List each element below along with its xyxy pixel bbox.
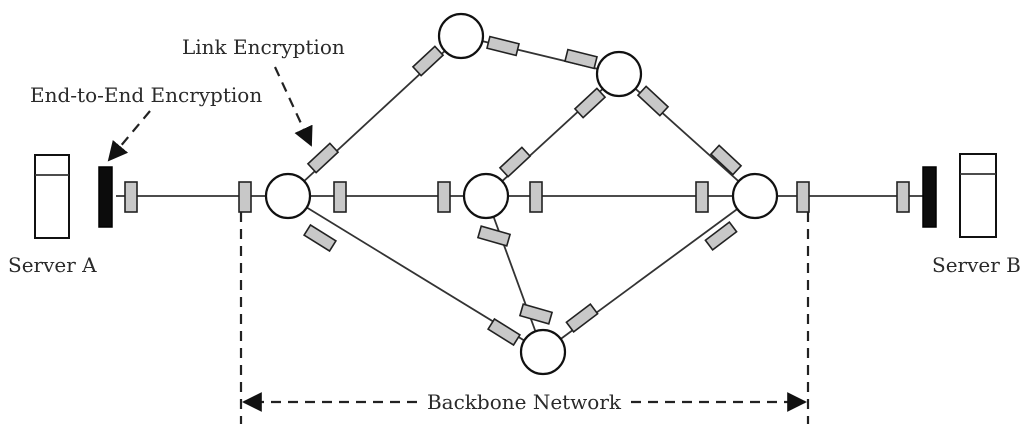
- link-encryption-device: [476, 225, 512, 247]
- link-encryption-device: [636, 85, 670, 117]
- link-encryption-device: [709, 144, 743, 176]
- link-topright-to-right: [618, 73, 756, 197]
- node-left: [264, 172, 312, 220]
- link-encryption-device: [498, 146, 532, 178]
- link-encryption-device: [518, 303, 554, 325]
- end-to-end-encryption-device-b: [922, 166, 937, 228]
- link-encryption-device: [704, 221, 738, 251]
- server-b-label: Server B: [932, 253, 1020, 277]
- link-encryption-device: [573, 87, 607, 119]
- end-to-end-encryption-devices: [98, 166, 937, 228]
- link-encryption-device: [302, 223, 338, 253]
- link-encryption-device: [695, 181, 709, 213]
- server-b: [959, 153, 997, 238]
- link-encryption-device: [124, 181, 138, 213]
- link-encryption-device: [796, 181, 810, 213]
- end-to-end-encryption-arrow: [107, 110, 151, 162]
- link-encryption-arrow: [274, 66, 313, 147]
- link-encryption-device: [306, 142, 340, 174]
- link-encryption-devices: [124, 35, 910, 347]
- node-top-right: [595, 50, 643, 98]
- link-encryption-device: [411, 45, 445, 77]
- link-encryption-device: [486, 35, 520, 57]
- server-a-label: Server A: [8, 253, 97, 277]
- backbone-network-bracket: [239, 212, 810, 424]
- network-nodes: [264, 12, 779, 376]
- link-encryption-label: Link Encryption: [182, 35, 345, 59]
- server-a: [34, 154, 70, 239]
- end-to-end-encryption-device-a: [98, 166, 113, 228]
- link-encryption-device: [565, 303, 599, 333]
- node-top: [437, 12, 485, 60]
- link-top-to-topright: [460, 35, 620, 75]
- node-center: [462, 172, 510, 220]
- link-encryption-device: [437, 181, 451, 213]
- server-a-icon: [34, 154, 70, 239]
- link-encryption-device: [564, 48, 598, 70]
- link-encryption-device: [486, 317, 522, 347]
- link-encryption-device: [529, 181, 543, 213]
- node-right: [731, 172, 779, 220]
- node-bottom: [519, 328, 567, 376]
- link-center-to-bottom: [485, 195, 544, 353]
- link-encryption-device: [333, 181, 347, 213]
- link-encryption-device: [896, 181, 910, 213]
- end-to-end-encryption-label: End-to-End Encryption: [30, 83, 262, 107]
- link-encryption-device: [238, 181, 252, 213]
- server-b-icon: [959, 153, 997, 238]
- backbone-network-label: Backbone Network: [427, 390, 622, 414]
